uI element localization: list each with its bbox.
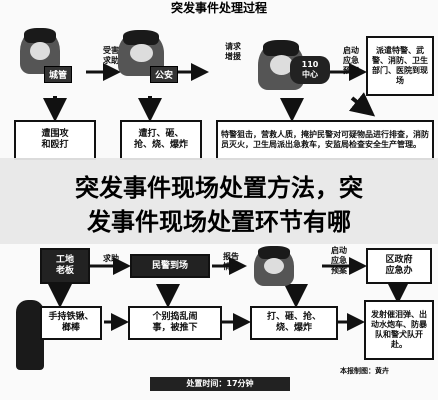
start-plan-label-bottom: 启动 应急 预案: [331, 246, 347, 275]
smash-burn-box-bottom: 打、砸、抢、 烧、爆炸: [250, 306, 338, 340]
headline-line-2: 发事件现场处置环节有哪: [87, 208, 351, 236]
headline-line-1: 突发事件现场处置方法，突: [75, 174, 363, 202]
smash-burn-box-top: 遭打、砸、 抢、烧、爆炸: [120, 120, 202, 160]
credit-label: 本报制图：黄卉: [340, 367, 389, 375]
report-label: 报告 情况: [223, 252, 239, 271]
duration-label: 处置时间：17分钟: [150, 377, 290, 391]
police-arrive-box: 民警到场: [130, 254, 210, 278]
center-110-badge: 110 中心: [290, 56, 330, 84]
attacker-silhouette: [16, 300, 44, 370]
site-boss-box: 工地 老板: [40, 248, 90, 284]
page-title: 突发事件处理过程: [170, 1, 267, 15]
police-station-tag: 公安: [150, 66, 179, 83]
hostage-push-box: 个别捣乱闹 事，被推下: [128, 306, 222, 340]
start-plan-label-top: 启动 应急 预案: [343, 46, 359, 75]
police-officer-figure-4: [254, 246, 294, 286]
request-backup-label: 请求 增援: [225, 42, 241, 61]
surround-attack-box: 遭围攻 和殴打: [14, 120, 96, 160]
headline-banner: 突发事件现场处置方法，突 发事件现场处置环节有哪: [0, 158, 438, 244]
attacker-tools-box: 手持铁锹、榔棒: [40, 306, 102, 340]
district-gov-box: 区政府 应急办: [366, 248, 432, 284]
dispatch-force-box: 发射催泪弹、出动水炮车、防暴队和警犬队开赴。: [364, 300, 434, 360]
city-police-tag: 城管: [44, 66, 73, 83]
ask-help-label: 求助: [103, 254, 119, 263]
alarm-call-label: 受害 求助: [103, 46, 119, 65]
special-police-action-box: 特警狙击，营救人质，掩护民警对可疑物品进行排查，消防员灭火，卫生局派出急救车，安…: [216, 120, 434, 160]
response-dispatch-box: 派遣特警、武警、消防、卫生部门、医院到现场: [366, 36, 434, 96]
